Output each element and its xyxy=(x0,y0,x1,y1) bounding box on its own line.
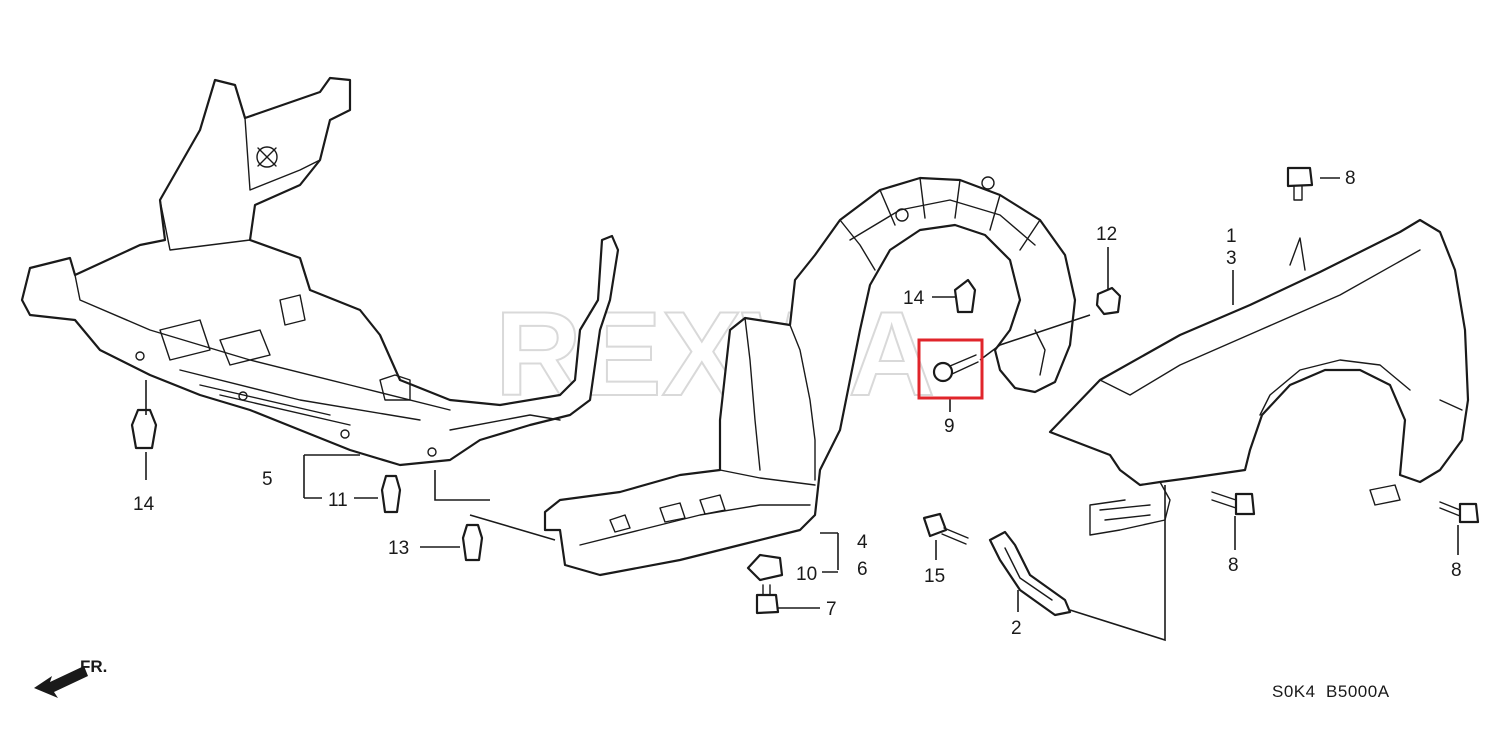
diagram-code: S0K4 B5000A xyxy=(1272,682,1390,701)
fender-bracket xyxy=(988,530,1072,617)
callout-6: 6 xyxy=(857,559,868,580)
highlight-box xyxy=(917,338,984,400)
front-fender xyxy=(1048,218,1470,536)
callout-8-mid: 8 xyxy=(1228,555,1239,576)
direction-label: FR. xyxy=(80,657,107,676)
callout-8-top: 8 xyxy=(1345,168,1356,189)
bolt-8-top xyxy=(1286,166,1314,201)
callout-4: 4 xyxy=(857,532,868,553)
clip-11 xyxy=(380,474,402,514)
bolt-8-mid xyxy=(1211,491,1256,516)
callout-13: 13 xyxy=(388,538,409,559)
clip-14-mid xyxy=(953,278,977,314)
callout-5: 5 xyxy=(262,469,273,490)
callout-1: 1 xyxy=(1226,226,1237,247)
clip-10 xyxy=(746,553,784,582)
callout-11: 11 xyxy=(328,490,348,511)
leader-lines xyxy=(145,177,1459,642)
bolt-7 xyxy=(755,584,780,615)
bolt-8-right xyxy=(1439,501,1480,524)
front-direction-indicator: FR. xyxy=(34,657,107,698)
bolt-9 xyxy=(932,354,979,383)
callout-10: 10 xyxy=(796,564,817,585)
front-arrow-icon xyxy=(34,666,88,698)
inner-fender-assembly xyxy=(543,176,1077,577)
clip-13 xyxy=(461,523,484,562)
clip-14-left xyxy=(130,408,158,450)
callout-14-mid: 14 xyxy=(903,288,925,309)
clip-12 xyxy=(1095,286,1122,316)
callout-3: 3 xyxy=(1226,248,1237,269)
callout-12: 12 xyxy=(1096,224,1117,245)
callout-9: 9 xyxy=(944,416,955,437)
callout-2: 2 xyxy=(1011,618,1022,639)
bolt-15 xyxy=(922,512,969,545)
front-splash-shield xyxy=(20,76,620,467)
callout-8-right: 8 xyxy=(1451,560,1462,581)
callout-7: 7 xyxy=(826,599,837,620)
callout-15: 15 xyxy=(924,566,945,587)
callout-14-left: 14 xyxy=(133,494,155,515)
